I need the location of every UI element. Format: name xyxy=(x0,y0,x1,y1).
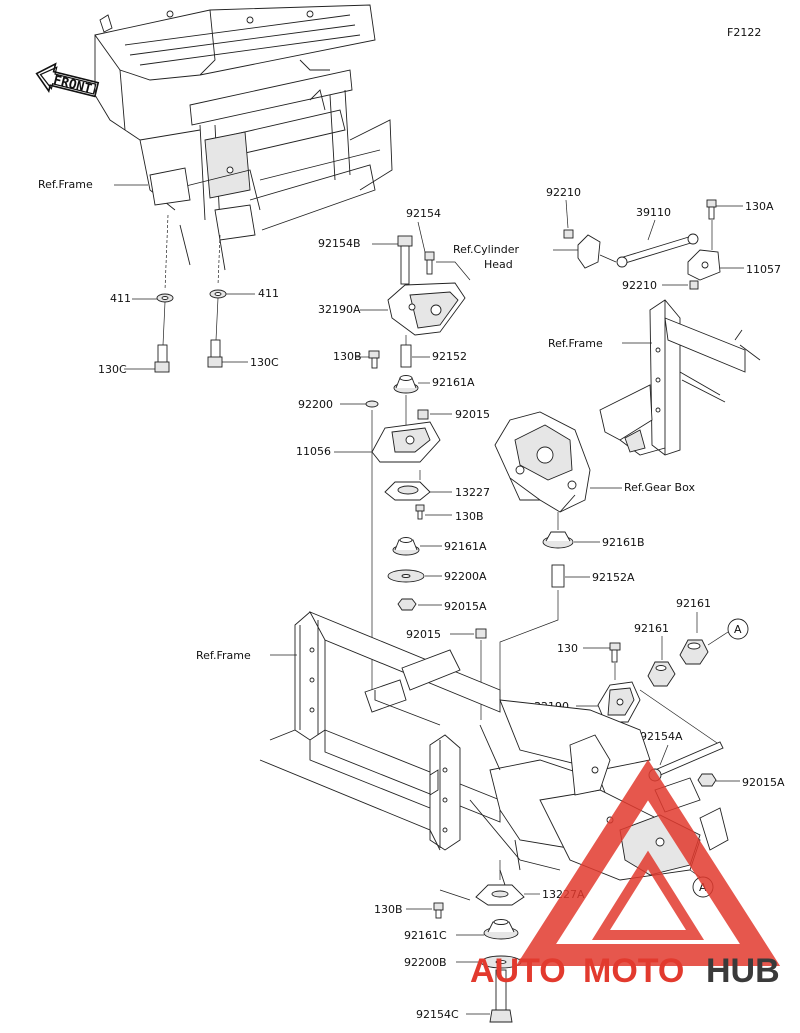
label-13227: 13227 xyxy=(455,486,490,499)
label-92015-a: 92015 xyxy=(455,408,490,421)
label-130c-right: 130C xyxy=(250,356,279,369)
label-92161a-a: 92161A xyxy=(432,376,475,389)
bolt-92154b xyxy=(397,235,413,285)
nut-92210-top xyxy=(563,229,574,239)
bracket-cylinder-head xyxy=(577,234,601,269)
nut-92015-b xyxy=(475,628,487,639)
label-ref-cylinder-head-1: Ref.Cylinder xyxy=(453,243,520,256)
watermark-hub: HUB xyxy=(706,952,780,990)
label-92161b: 92161B xyxy=(602,536,645,549)
label-92200a: 92200A xyxy=(444,570,487,583)
label-92154c: 92154C xyxy=(416,1008,459,1021)
nut-92015-a xyxy=(417,409,429,420)
bolt-130c-right xyxy=(207,339,223,368)
label-92015a-a: 92015A xyxy=(444,600,487,613)
figure-code: F2122 xyxy=(727,26,761,39)
watermark-auto: AUTO xyxy=(470,952,566,990)
watermark-moto: MOTO xyxy=(583,952,684,990)
label-92210-low: 92210 xyxy=(622,279,657,292)
label-ref-frame-top-left: Ref.Frame xyxy=(38,178,93,191)
rubber-92161a-a xyxy=(393,375,419,394)
stud-92154 xyxy=(424,251,435,275)
label-411-left: 411 xyxy=(110,292,131,305)
label-130b-c: 130B xyxy=(374,903,403,916)
callout-a-top: A xyxy=(727,618,749,640)
nut-92015a-b xyxy=(697,773,717,787)
label-92210-top: 92210 xyxy=(546,186,581,199)
label-92154: 92154 xyxy=(406,207,441,220)
label-ref-gear-box: Ref.Gear Box xyxy=(624,481,695,494)
label-32190a: 32190A xyxy=(318,303,361,316)
plate-13227 xyxy=(384,481,431,501)
bolt-130b-a xyxy=(368,350,380,369)
collar-92152 xyxy=(400,344,412,368)
rubber-92161c xyxy=(483,919,519,940)
label-92161-b: 92161 xyxy=(634,622,669,635)
bolt-130 xyxy=(609,642,621,663)
label-92161c: 92161C xyxy=(404,929,447,942)
label-39110: 39110 xyxy=(636,206,671,219)
label-130a: 130A xyxy=(745,200,774,213)
label-92200: 92200 xyxy=(298,398,333,411)
label-92152: 92152 xyxy=(432,350,467,363)
label-92154a: 92154A xyxy=(640,730,683,743)
automotohub-watermark: AUTO MOTO HUB xyxy=(470,759,781,990)
bolt-92154c xyxy=(489,969,513,1023)
bolt-130b-c xyxy=(433,902,444,919)
rubber-92161-a xyxy=(679,639,709,665)
label-92015-b: 92015 xyxy=(406,628,441,641)
front-label: FRONT xyxy=(52,73,94,97)
washer-92200 xyxy=(365,400,379,408)
label-130c-left: 130C xyxy=(98,363,127,376)
label-11057: 11057 xyxy=(746,263,781,276)
collar-92152a xyxy=(551,564,565,588)
label-11056: 11056 xyxy=(296,445,331,458)
label-92161a-b: 92161A xyxy=(444,540,487,553)
rubber-92161-b xyxy=(647,661,676,687)
bolt-130b-b xyxy=(415,504,425,520)
svg-text:A: A xyxy=(734,623,742,636)
rubber-92161a-b xyxy=(392,537,420,556)
nut-92015a-a xyxy=(397,598,417,611)
label-92154b: 92154B xyxy=(318,237,361,250)
label-ref-cylinder-head-2: Head xyxy=(484,258,513,271)
svg-text:A: A xyxy=(699,881,707,894)
washer-411-left xyxy=(156,293,174,303)
label-92152a: 92152A xyxy=(592,571,635,584)
label-411-right: 411 xyxy=(258,287,279,300)
label-ref-frame-mid: Ref.Frame xyxy=(196,649,251,662)
label-130: 130 xyxy=(557,642,578,655)
gear-box-drawing xyxy=(494,411,591,513)
washer-92200a xyxy=(387,569,425,583)
bolt-130c-left xyxy=(154,344,170,373)
label-92015a-b: 92015A xyxy=(742,776,785,789)
front-arrow-icon: FRONT xyxy=(35,62,100,98)
label-92200b: 92200B xyxy=(404,956,447,969)
nut-92210-low xyxy=(689,280,699,290)
label-92161-a: 92161 xyxy=(676,597,711,610)
label-ref-frame-right: Ref.Frame xyxy=(548,337,603,350)
bracket-11056 xyxy=(371,421,441,463)
washer-411-right xyxy=(209,289,227,299)
lower-frame-drawing xyxy=(259,611,729,901)
rod-39110 xyxy=(616,233,699,268)
label-130b-a: 130B xyxy=(333,350,362,363)
rubber-92161b xyxy=(542,531,574,549)
bracket-11057 xyxy=(687,249,721,281)
right-frame-drawing xyxy=(599,299,761,456)
label-130b-b: 130B xyxy=(455,510,484,523)
plate-13227a xyxy=(475,884,525,906)
bracket-32190a xyxy=(387,282,466,336)
upper-frame-drawing xyxy=(94,4,393,271)
bolt-130a xyxy=(706,199,717,220)
bracket-32190 xyxy=(597,681,641,723)
